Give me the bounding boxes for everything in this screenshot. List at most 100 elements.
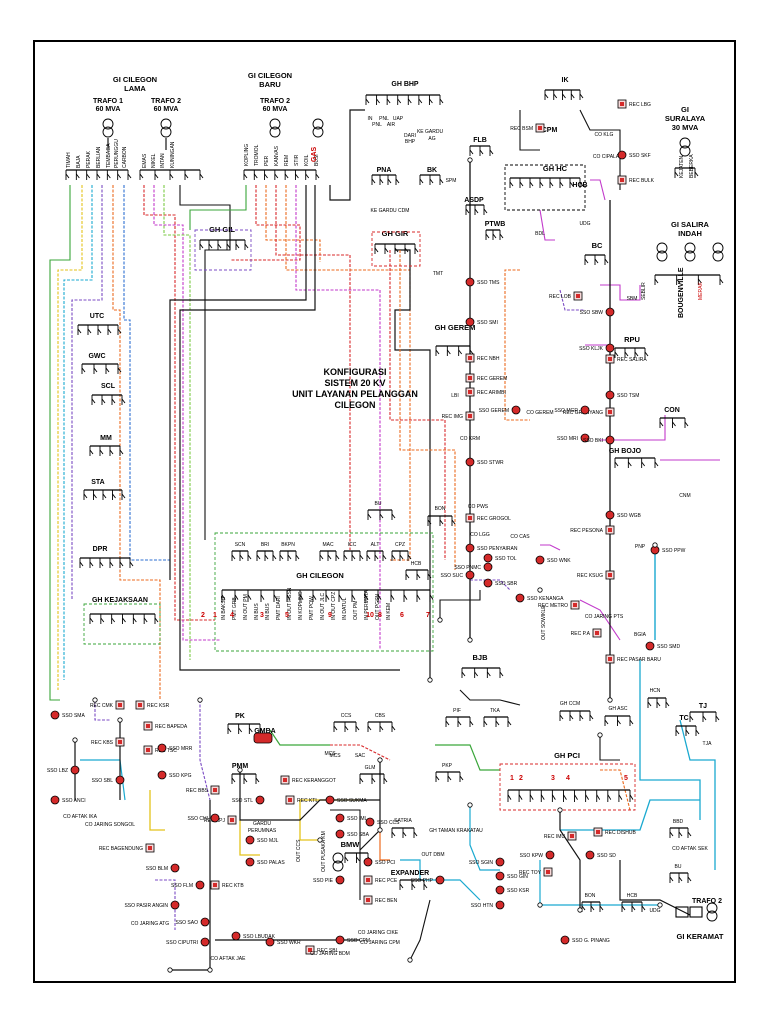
gi-baru-feeder-label: KOIL — [304, 154, 310, 166]
switch-icon — [474, 208, 479, 214]
recloser-label: REC LBG — [629, 102, 651, 108]
switch-icon — [199, 173, 204, 179]
sso-label: SSO SGIN — [469, 860, 494, 866]
switch-icon — [244, 243, 249, 249]
switch-icon — [235, 243, 240, 249]
cut-out-label: CO JARING PTS — [585, 614, 624, 620]
gi-suralaya-title: GI — [681, 105, 689, 114]
switch-icon — [243, 173, 248, 179]
sso-label: SSO SKF — [629, 153, 651, 159]
sso-label: SSO MRR — [169, 746, 193, 752]
switch-icon — [287, 554, 292, 560]
gh-cilegon-feeder-label: IN OUT CPZ — [331, 592, 337, 620]
switch-icon — [407, 98, 412, 104]
sso-icon — [465, 317, 475, 327]
recloser-label: REC KBS — [91, 740, 114, 746]
gh-cilegon-top-label: SCN — [235, 542, 246, 548]
feeder-line — [329, 109, 365, 201]
recloser-core-icon — [213, 788, 217, 792]
switch-icon — [89, 617, 94, 623]
feeder-line — [57, 185, 83, 690]
transformer-icon — [269, 118, 281, 130]
sso-label: SSO SBL — [92, 778, 114, 784]
switch-icon — [286, 594, 291, 600]
gh-asc-label: GH ASC — [609, 706, 628, 712]
switch-icon — [359, 777, 364, 783]
sso-icon — [465, 570, 475, 580]
switch-icon — [519, 181, 524, 187]
feeder-line — [112, 185, 161, 700]
gh-cilegon-top-label: ALT — [371, 542, 380, 548]
gi-baru-feeder-label: TROMOL — [254, 144, 260, 166]
ptwb-label: PTWB — [485, 221, 506, 228]
switch-icon — [641, 461, 646, 467]
switch-icon — [579, 714, 584, 720]
recloser-core-icon — [595, 631, 599, 635]
cbs-label: SATRIA — [394, 818, 412, 824]
switch-icon — [579, 93, 584, 99]
gh-cilegon-number: 7 — [426, 612, 430, 619]
recloser-label: REC BAPEDA — [155, 724, 188, 730]
udg-label: UDG — [579, 221, 590, 227]
recloser-core-icon — [608, 528, 612, 532]
recloser-core-icon — [283, 778, 287, 782]
switch-icon — [689, 715, 694, 721]
switch-icon — [382, 554, 387, 560]
switch-icon — [617, 719, 621, 725]
switch-icon — [465, 208, 470, 214]
gh-cilegon-number: 2 — [201, 612, 205, 619]
gi-baru-trafo2-label: TRAFO 2 — [260, 98, 290, 105]
transformer-icon — [312, 126, 324, 138]
junction-node-icon — [437, 617, 443, 623]
transformer-icon — [679, 145, 691, 157]
switch-icon — [99, 561, 104, 567]
switch-icon — [469, 149, 474, 155]
feeder-line — [239, 820, 260, 856]
gh-kejaksaan-box — [83, 603, 161, 645]
sso-label: SSO PPW — [662, 548, 686, 554]
switch-icon — [644, 351, 649, 357]
gi-baru-feeder-label: KOPLING — [244, 144, 250, 166]
sso-label: SSO SBR — [495, 581, 518, 587]
sso-icon — [465, 457, 475, 467]
switch-icon — [399, 554, 404, 560]
recloser-core-icon — [118, 740, 122, 744]
gh-bhp-sub-label: KE GARDU — [417, 129, 444, 135]
recloser-label: REC METRO — [538, 603, 568, 609]
transformer-icon — [706, 902, 718, 914]
switch-icon — [351, 554, 356, 560]
switch-icon — [492, 233, 497, 239]
sso-label: SSO BLM — [146, 866, 168, 872]
feeder-line — [189, 185, 247, 230]
feeder-line — [330, 744, 391, 761]
switch-icon — [111, 398, 116, 404]
feeder-line — [599, 735, 620, 761]
recloser-label: REC TOY — [519, 870, 542, 876]
junction-node-icon — [377, 827, 383, 833]
sso-icon — [363, 857, 373, 867]
gh-pci-box — [499, 763, 636, 811]
recloser-label: REC IMU — [544, 834, 566, 840]
recloser-core-icon — [468, 414, 472, 418]
sso-icon — [255, 795, 265, 805]
gh-cilegon-title: GH CILEGON — [296, 571, 344, 580]
switch-icon — [669, 876, 674, 882]
sso-icon — [245, 835, 255, 845]
sso-icon — [580, 405, 590, 415]
gh-bhp-sub-label: IN — [368, 116, 373, 122]
asdp-label: ASDP — [464, 197, 484, 204]
trafo2-label: TRAFO 2 — [151, 98, 181, 105]
switch-icon — [109, 449, 114, 455]
cut-out-label: CO GEREM — [526, 410, 553, 416]
feeder-line — [149, 790, 165, 831]
switch-icon — [694, 171, 699, 177]
feeder-line — [330, 809, 361, 900]
switch-icon — [333, 725, 338, 731]
switch-icon — [469, 349, 474, 355]
switch-icon — [234, 594, 239, 600]
switch-icon — [457, 720, 462, 726]
feeder-line — [409, 899, 431, 961]
sso-label: SSO TOL — [495, 556, 517, 562]
feeder-line — [435, 744, 500, 771]
switch-icon — [621, 905, 626, 911]
